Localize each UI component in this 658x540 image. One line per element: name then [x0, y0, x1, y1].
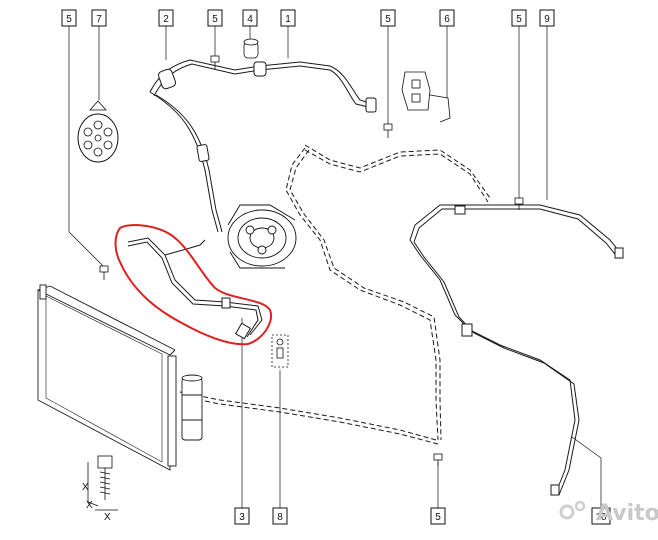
- callout-label: 6: [444, 14, 450, 25]
- watermark-logo: Avito: [559, 500, 658, 526]
- callout-6: 6: [439, 9, 455, 100]
- callout-label: 5: [516, 14, 522, 25]
- callout-10: 10: [571, 436, 611, 525]
- valve-cap-8: [271, 334, 289, 368]
- callout-9: 9: [539, 9, 555, 200]
- callout-label: 3: [239, 512, 245, 523]
- callout-5-top-mid: 5: [207, 9, 223, 58]
- callout-label: 10: [595, 512, 607, 523]
- dashed-pipe: [179, 144, 491, 445]
- highlight-outline: [114, 224, 273, 346]
- callout-8: 8: [272, 370, 288, 525]
- callout-4: 4: [242, 9, 258, 40]
- callout-label: 9: [544, 14, 550, 25]
- expansion-valve-6: [401, 71, 451, 123]
- callout-label: 8: [277, 512, 283, 523]
- hose-3: [127, 237, 263, 340]
- callout-label: 5: [212, 14, 218, 25]
- callout-5-top-right: 5: [380, 9, 396, 125]
- callout-label: 5: [66, 14, 72, 25]
- seal-kit-part: [77, 100, 119, 163]
- callout-label: 5: [385, 14, 391, 25]
- dimension-x-2: X: [86, 500, 93, 511]
- callout-5-top-left: 5: [61, 9, 104, 267]
- dimension-x-3: X: [104, 512, 111, 523]
- receiver-dryer: [181, 374, 203, 441]
- bolt-5-bottom: [433, 453, 443, 466]
- bolt-dimension-detail: [87, 455, 118, 511]
- compressor: [227, 204, 297, 269]
- bolt-5-left: [99, 265, 109, 280]
- callout-label: 1: [285, 14, 291, 25]
- pipe-1: [234, 61, 377, 113]
- callout-label: 5: [435, 512, 441, 523]
- pipe-10: [409, 239, 580, 496]
- callout-label: 7: [96, 14, 102, 25]
- bolt-5-top: [210, 55, 524, 210]
- callout-3: 3: [234, 318, 250, 525]
- dimension-x-1: X: [82, 482, 89, 493]
- callout-2: 2: [158, 9, 174, 60]
- callout-7: 7: [91, 9, 107, 100]
- watermark-text: Avito: [596, 501, 658, 526]
- callout-label: 2: [163, 14, 169, 25]
- callout-5-bottom: 5: [430, 462, 446, 525]
- pipe-2: [149, 59, 236, 233]
- grommet-4: [243, 38, 259, 59]
- pipe-9: [409, 204, 624, 259]
- callout-1: 1: [280, 9, 296, 58]
- condenser: [37, 284, 177, 471]
- callout-5-top-far-right: 5: [511, 9, 527, 198]
- callout-label: 4: [247, 14, 253, 25]
